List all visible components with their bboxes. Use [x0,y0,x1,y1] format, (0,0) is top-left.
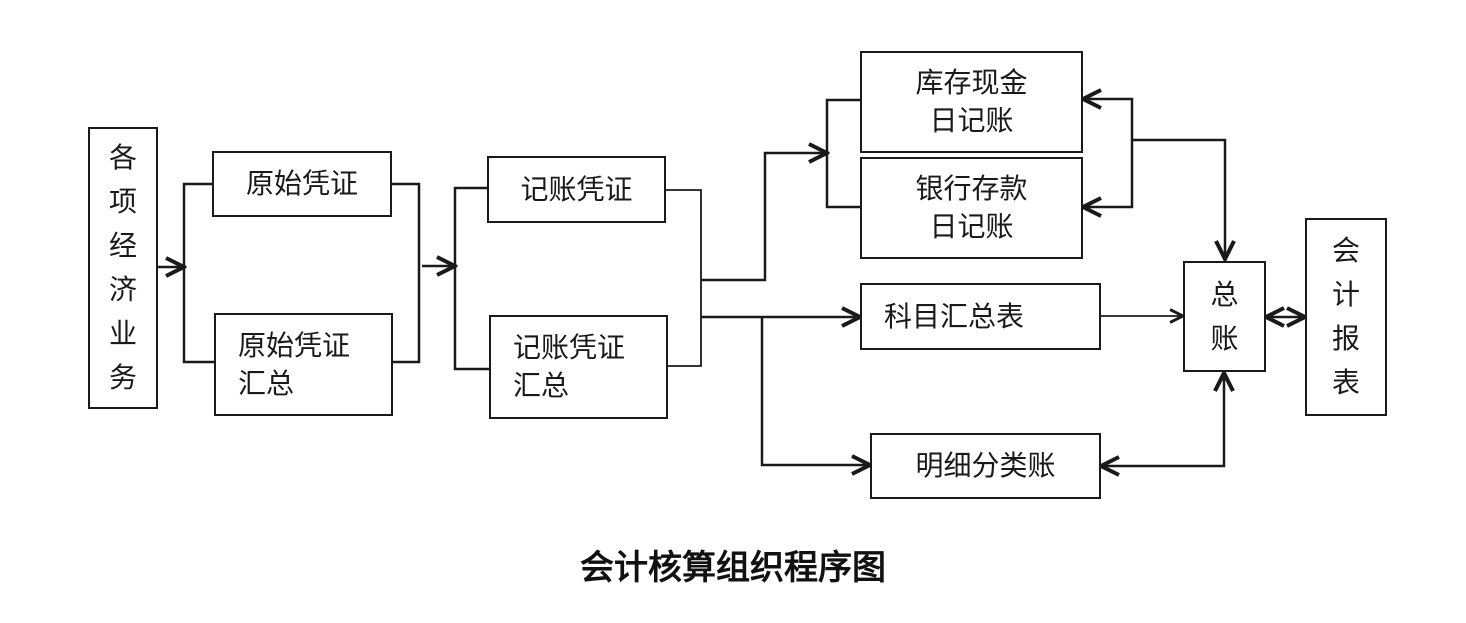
general-ledger-box: 总 账 [1183,261,1266,372]
node-text: 经 [108,229,137,262]
arrow-ledger-to-bank-journal [1083,140,1134,207]
accounting-voucher-box: 记账凭证 [487,156,666,223]
node-text: 记账凭证 [520,172,633,206]
node-text: 库存现金 [915,66,1028,99]
node-text: 银行存款 [915,172,1028,205]
arrow-ledger-to-cash-journal [1083,99,1134,140]
node-text: 原始凭证 [245,167,358,200]
diagram-title: 会计核算组织程序图 [580,548,886,588]
subsidiary-ledger-box: 明细分类账 [870,433,1101,499]
node-text: 科目汇总表 [884,299,1025,333]
node-text: 业 [108,317,137,350]
bracket-accounting-out [665,189,702,367]
bank-journal-box: 银行存款 日记账 [860,157,1083,259]
node-text: 日记账 [929,104,1014,137]
node-text: 各 [108,141,137,174]
original-voucher-box: 原始凭证 [212,151,392,217]
node-text: 原始凭证 [238,328,351,362]
node-text: 日记账 [929,210,1014,243]
account-summary-box: 科目汇总表 [860,283,1101,350]
node-text: 账 [1210,321,1239,355]
cash-journal-box: 库存现金 日记账 [860,51,1083,153]
bracket-original-out [390,182,421,364]
bracket-accounting-in [453,186,490,371]
node-text: 报 [1331,322,1360,355]
node-text: 济 [108,273,137,306]
node-text: 计 [1331,278,1360,311]
node-text: 会 [1331,234,1360,267]
node-text: 汇总 [238,366,295,400]
economic-business-box: 各 项 经 济 业 务 [88,127,158,409]
node-text: 汇总 [513,369,570,402]
arrow-journals-to-ledger [1132,138,1225,259]
arrow-ledger-subsidiary [1101,373,1224,466]
bracket-original-in [182,182,216,364]
arrow-accounting-to-journals [701,153,827,282]
arrow-accounting-to-subsidiary [760,317,870,465]
original-voucher-summary-box: 原始凭证 汇总 [214,313,393,416]
node-text: 记账凭证 [513,331,626,364]
node-text: 表 [1331,366,1360,399]
accounting-voucher-summary-box: 记账凭证 汇总 [489,315,668,419]
node-text: 明细分类账 [915,449,1056,482]
node-text: 项 [108,185,137,218]
node-text: 总 [1210,277,1239,311]
financial-statements-box: 会 计 报 表 [1305,218,1387,416]
bracket-journals-in [825,98,860,209]
node-text: 务 [108,361,137,394]
